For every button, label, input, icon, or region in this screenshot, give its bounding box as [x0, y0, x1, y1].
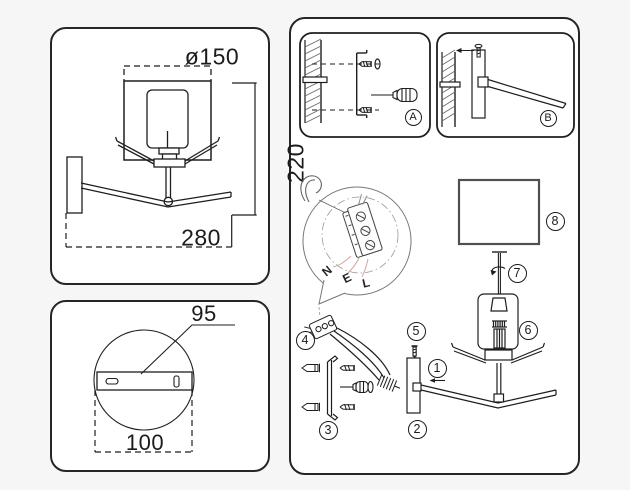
step-a-badge: A [404, 108, 422, 126]
step-b-screw [474, 43, 483, 58]
screw-glyph-top [358, 60, 372, 68]
step-a-bar-edge [302, 76, 328, 84]
arm-assembly [420, 363, 557, 409]
wall-anchor-top [301, 363, 320, 373]
diameter-dimension-lines [123, 65, 212, 81]
part5-screw [411, 345, 418, 359]
base-width-label: 100 [125, 430, 165, 455]
screwdriver-icon-b [340, 380, 374, 394]
bracket-length-label: 95 [191, 301, 217, 326]
part5-badge: 5 [406, 321, 426, 341]
part6-badge: 6 [518, 320, 538, 340]
assembly-steps-drawing [299, 32, 575, 421]
bracket-length-leader [140, 324, 235, 375]
mounting-bar [96, 371, 193, 391]
lamp-side-view-drawing [65, 65, 257, 248]
part6-socket [477, 293, 519, 350]
base-width-dimension-lines [94, 390, 193, 453]
part3-badge: 3 [318, 420, 338, 440]
step-b-badge: B [539, 109, 557, 127]
anchor-oval [374, 58, 381, 70]
wire-leaders [332, 255, 369, 278]
diameter-label: ø150 [184, 43, 240, 70]
shade-holder [114, 136, 221, 168]
mounting-bracket [326, 355, 339, 421]
height-dimension-lines [231, 82, 257, 247]
part7-badge: 7 [507, 263, 527, 283]
terminal-block [342, 194, 383, 258]
shade-holder-part [450, 342, 546, 364]
wall-plate-side [66, 156, 83, 214]
screw-bottom [339, 403, 355, 411]
side-view-panel [50, 27, 270, 285]
wall-anchor-bottom [301, 402, 320, 412]
projection-dimension-lines [65, 213, 232, 248]
arrow-left-b [456, 48, 474, 53]
part3-bracket-set [301, 355, 401, 421]
part1-badge: 1 [427, 358, 447, 378]
step-a-bracket [355, 50, 368, 118]
part2-badge: 2 [407, 419, 427, 439]
slot-right [173, 375, 180, 388]
screw-top [339, 364, 355, 372]
projection-label: 280 [181, 224, 221, 251]
part8-badge: 8 [545, 211, 565, 231]
part7-rod [490, 251, 507, 298]
screw-glyph-bottom [358, 106, 372, 114]
lamp-arm [80, 182, 232, 208]
part8-shade [457, 178, 541, 246]
part4-badge: 4 [295, 330, 315, 350]
step-b-bar-edge [439, 81, 461, 88]
step-b-arm [487, 78, 567, 109]
backplate-circle [93, 329, 195, 431]
arrow-left-1 [429, 378, 445, 383]
screwdriver-icon-a [371, 87, 418, 103]
cable-coil [376, 374, 401, 392]
base-view-drawing [93, 324, 235, 453]
wiring-callout [300, 175, 412, 318]
slot-left [105, 377, 119, 385]
step-b-arm-joint [477, 76, 489, 88]
step-a-frame [299, 32, 431, 138]
part2-arm-joint [412, 382, 422, 392]
